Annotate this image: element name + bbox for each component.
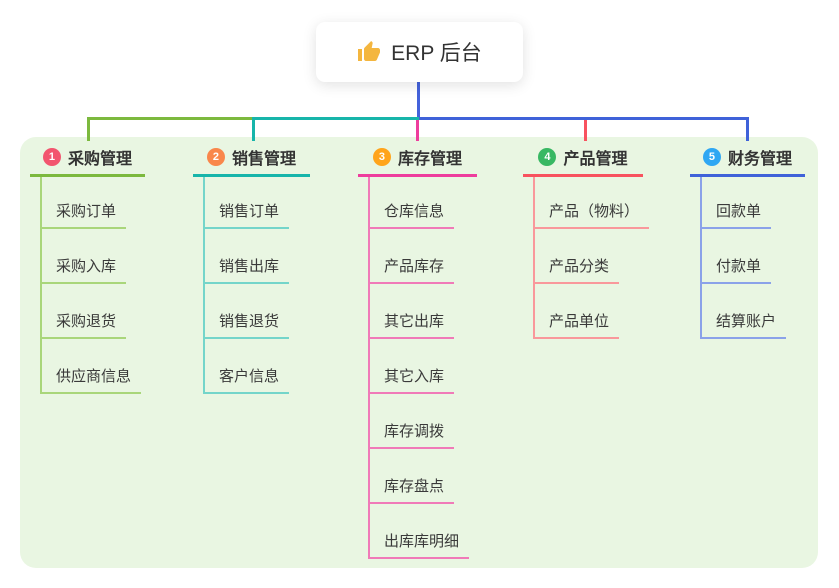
branch-sales: 2 销售管理 销售订单 销售出库 销售退货 客户信息 (193, 146, 310, 394)
branch-title: 财务管理 (727, 151, 792, 168)
branch-inventory: 3 库存管理 仓库信息 产品库存 其它出库 其它入库 库存调拨 库存盘点 出库库… (358, 146, 477, 559)
branch-sales-children: 销售订单 销售出库 销售退货 客户信息 (203, 177, 310, 394)
branch-finance: 5 财务管理 回款单 付款单 结算账户 (690, 146, 805, 339)
child-item[interactable]: 库存调拨 (368, 394, 477, 449)
child-item[interactable]: 产品库存 (368, 229, 477, 284)
child-label: 客户信息 (203, 365, 290, 394)
connector-horizontal-sales (252, 117, 419, 120)
branch-number-badge: 5 (702, 148, 721, 166)
child-label: 付款单 (700, 255, 772, 284)
branch-title: 产品管理 (563, 151, 628, 168)
branch-product-children: 产品（物料） 产品分类 产品单位 (533, 177, 650, 339)
child-label: 产品库存 (368, 255, 455, 284)
child-item[interactable]: 产品单位 (533, 284, 643, 339)
branch-title: 库存管理 (397, 151, 462, 168)
child-label: 结算账户 (700, 310, 787, 339)
branch-finance-header[interactable]: 5 财务管理 (690, 146, 805, 177)
child-label: 库存调拨 (368, 420, 455, 449)
child-label: 出库库明细 (368, 530, 470, 559)
child-item[interactable]: 销售出库 (203, 229, 310, 284)
branch-finance-children: 回款单 付款单 结算账户 (700, 177, 805, 339)
branch-purchase-header[interactable]: 1 采购管理 (30, 146, 145, 177)
child-item[interactable]: 仓库信息 (368, 177, 477, 229)
child-label: 销售退货 (203, 310, 290, 339)
child-item[interactable]: 产品（物料） (533, 177, 650, 229)
child-item[interactable]: 采购订单 (40, 177, 145, 229)
child-label: 采购入库 (40, 255, 127, 284)
child-item[interactable]: 库存盘点 (368, 449, 477, 504)
child-label: 销售订单 (203, 200, 290, 229)
child-item[interactable]: 采购入库 (40, 229, 145, 284)
branch-product-header[interactable]: 4 产品管理 (523, 146, 643, 177)
child-item[interactable]: 其它出库 (368, 284, 477, 339)
child-item[interactable]: 供应商信息 (40, 339, 145, 394)
connector-drop-inventory (416, 120, 419, 141)
mindmap-container (20, 137, 818, 568)
branch-purchase: 1 采购管理 采购订单 采购入库 采购退货 供应商信息 (30, 146, 145, 394)
child-item[interactable]: 回款单 (700, 177, 805, 229)
child-label: 产品（物料） (533, 200, 650, 229)
child-label: 仓库信息 (368, 200, 455, 229)
branch-product: 4 产品管理 产品（物料） 产品分类 产品单位 (523, 146, 650, 339)
child-label: 库存盘点 (368, 475, 455, 504)
branch-title: 采购管理 (67, 151, 132, 168)
branch-number-badge: 3 (372, 148, 391, 166)
branch-title: 销售管理 (231, 151, 296, 168)
branch-number-badge: 2 (206, 148, 225, 166)
branch-inventory-children: 仓库信息 产品库存 其它出库 其它入库 库存调拨 库存盘点 出库库明细 (368, 177, 477, 559)
child-label: 回款单 (700, 200, 772, 229)
child-item[interactable]: 销售退货 (203, 284, 310, 339)
child-label: 采购订单 (40, 200, 127, 229)
child-label: 其它入库 (368, 365, 455, 394)
child-item[interactable]: 出库库明细 (368, 504, 477, 559)
branch-number-badge: 1 (42, 148, 61, 166)
branch-number-badge: 4 (538, 148, 557, 166)
child-label: 产品单位 (533, 310, 620, 339)
thumbs-up-icon (357, 40, 381, 64)
connector-root-vertical (417, 82, 420, 118)
root-label: ERP 后台 (391, 42, 482, 65)
child-label: 供应商信息 (40, 365, 142, 394)
root-node[interactable]: ERP 后台 (316, 22, 523, 82)
child-label: 产品分类 (533, 255, 620, 284)
child-item[interactable]: 采购退货 (40, 284, 145, 339)
child-item[interactable]: 销售订单 (203, 177, 310, 229)
child-item[interactable]: 结算账户 (700, 284, 805, 339)
child-label: 销售出库 (203, 255, 290, 284)
branch-inventory-header[interactable]: 3 库存管理 (358, 146, 477, 177)
branch-purchase-children: 采购订单 采购入库 采购退货 供应商信息 (40, 177, 145, 394)
child-item[interactable]: 客户信息 (203, 339, 310, 394)
connector-horizontal-purchase (87, 117, 254, 120)
child-label: 采购退货 (40, 310, 127, 339)
connector-drop-sales (252, 117, 255, 141)
connector-drop-product (584, 120, 587, 141)
connector-drop-finance (746, 117, 749, 141)
child-item[interactable]: 其它入库 (368, 339, 477, 394)
branch-sales-header[interactable]: 2 销售管理 (193, 146, 310, 177)
connector-drop-purchase (87, 117, 90, 141)
child-item[interactable]: 产品分类 (533, 229, 643, 284)
child-label: 其它出库 (368, 310, 455, 339)
child-item[interactable]: 付款单 (700, 229, 805, 284)
connector-horizontal-finance (419, 117, 749, 120)
